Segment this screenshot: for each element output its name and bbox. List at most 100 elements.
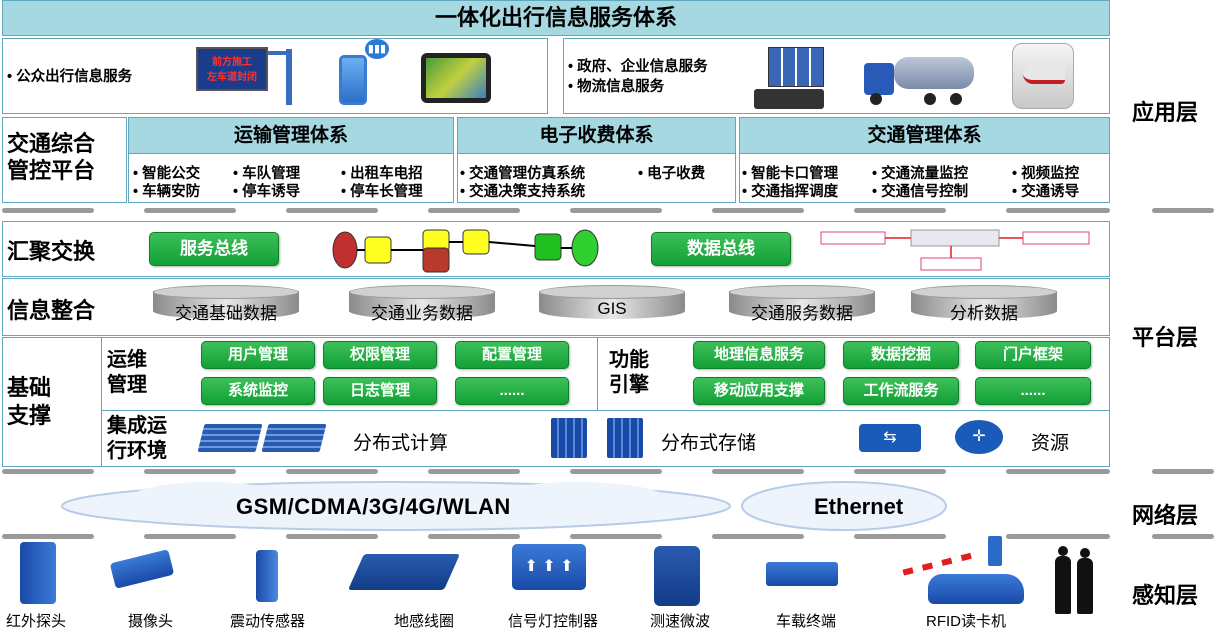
signal-icon: ▮▮▮ [365, 39, 389, 59]
engine-workflow-button[interactable]: 工作流服务 [843, 377, 959, 405]
data-flow-diagram-icon [820, 229, 1090, 271]
sensor-label-terminal: 车载终端 [776, 613, 837, 630]
integration-panel: 信息整合 交通基础数据 交通业务数据 GIS 交通服务数据 分析数据 [2, 278, 1110, 336]
database-cylinder: 交通服务数据 [729, 285, 875, 323]
sign-line-2: 左车道封闭 [207, 72, 257, 83]
storage-icon [551, 418, 587, 458]
ethernet-label: Ethernet [814, 494, 904, 519]
sensor-label-loop: 地感线圈 [394, 613, 455, 630]
database-cylinder: 分析数据 [911, 285, 1057, 323]
traffic-item: 交通指挥调度 [742, 180, 838, 201]
support-panel: 基础 支撑 运维 管理 用户管理 权限管理 配置管理 系统监控 日志管理 ...… [2, 337, 1110, 467]
integration-label: 信息整合 [7, 298, 96, 323]
sensor-label-signal: 信号灯控制器 [508, 613, 599, 630]
traffic-system-title: 交通管理体系 [739, 117, 1110, 154]
ethernet-cloud [741, 481, 947, 531]
ops-config-button[interactable]: 配置管理 [455, 341, 569, 369]
vibration-sensor-icon [256, 550, 278, 602]
gov-service-bullet: 政府、企业信息服务 [568, 55, 708, 76]
engine-gis-button[interactable]: 地理信息服务 [693, 341, 825, 369]
exchange-panel: 汇聚交换 服务总线 数据总线 [2, 221, 1110, 277]
exchange-label: 汇聚交换 [7, 239, 96, 264]
traffic-item: 交通诱导 [1012, 180, 1079, 201]
traffic-item: 交通流量监控 [872, 162, 968, 183]
train-icon [1012, 43, 1074, 109]
ops-user-button[interactable]: 用户管理 [201, 341, 315, 369]
engine-label: 功能 引擎 [609, 349, 649, 396]
ops-permission-button[interactable]: 权限管理 [323, 341, 437, 369]
loop-detector-icon [347, 554, 461, 590]
transport-item: 智能公交 [133, 162, 200, 183]
switch-icon: ⇆ [859, 424, 921, 452]
transport-item: 出租车电招 [341, 162, 423, 183]
transport-item: 车队管理 [233, 162, 300, 183]
workflow-diagram-icon [332, 229, 599, 273]
transport-system-panel: 运输管理体系 智能公交 车队管理 出租车电招 车辆安防 停车诱导 停车长管理 [128, 117, 454, 203]
engine-portal-button[interactable]: 门户框架 [975, 341, 1091, 369]
speed-radar-icon [654, 546, 700, 606]
sensor-label-infrared: 红外探头 [6, 613, 67, 630]
layer-label-platform: 平台层 [1132, 325, 1199, 350]
public-travel-panel: 公众出行信息服务 前方施工 左车道封闭 ▮▮▮ [2, 38, 548, 114]
toll-item: 电子收费 [638, 162, 705, 183]
sensor-label-camera: 摄像头 [128, 613, 174, 630]
engine-more-button[interactable]: ...... [975, 377, 1091, 405]
people-silhouette-icon [1054, 546, 1098, 616]
signal-controller-icon: ⬆ ⬆ ⬆ [512, 544, 586, 590]
traffic-item: 交通信号控制 [872, 180, 968, 201]
storage-icon [607, 418, 643, 458]
traffic-item: 智能卡口管理 [742, 162, 838, 183]
env-label: 集成运 行环境 [107, 415, 167, 462]
toll-system-panel: 电子收费体系 交通管理仿真系统 电子收费 交通决策支持系统 [457, 117, 736, 203]
transport-item: 车辆安防 [133, 180, 200, 201]
layer-label-application: 应用层 [1132, 100, 1199, 125]
wireless-network-label: GSM/CDMA/3G/4G/WLAN [236, 494, 511, 519]
mobile-phone-icon [339, 55, 367, 105]
ops-monitor-button[interactable]: 系统监控 [201, 377, 315, 405]
database-cylinder: 交通基础数据 [153, 285, 299, 323]
toll-item: 交通管理仿真系统 [460, 162, 585, 183]
engine-mobile-button[interactable]: 移动应用支撑 [693, 377, 825, 405]
traffic-item: 视频监控 [1012, 162, 1079, 183]
transport-item: 停车长管理 [341, 180, 423, 201]
transport-item: 停车诱导 [233, 180, 300, 201]
road-sign-icon: 前方施工 左车道封闭 [196, 45, 296, 107]
page-title: 一体化出行信息服务体系 [2, 0, 1110, 36]
storage-label: 分布式存储 [661, 433, 757, 454]
ops-more-button[interactable]: ...... [455, 377, 569, 405]
database-cylinder: GIS [539, 285, 685, 321]
router-icon: ✛ [955, 420, 1003, 454]
toll-system-title: 电子收费体系 [457, 117, 736, 154]
ops-label: 运维 管理 [107, 349, 147, 396]
logistics-bullet: 物流信息服务 [568, 75, 664, 96]
control-platform-label-box: 交通综合 管控平台 [2, 117, 127, 203]
sensor-label-radar: 测速微波 [650, 613, 711, 630]
service-bus-button[interactable]: 服务总线 [149, 232, 279, 266]
data-bus-button[interactable]: 数据总线 [651, 232, 791, 266]
server-icon [197, 424, 263, 452]
resource-label: 资源 [1031, 433, 1070, 454]
server-icon [261, 424, 327, 452]
control-room-icon [754, 45, 832, 111]
support-label: 基础 支撑 [7, 375, 52, 428]
camera-icon [109, 549, 175, 589]
transport-system-title: 运输管理体系 [128, 117, 454, 154]
public-travel-bullet: 公众出行信息服务 [7, 65, 132, 86]
engine-mining-button[interactable]: 数据挖掘 [843, 341, 959, 369]
database-cylinder: 交通业务数据 [349, 285, 495, 323]
wireless-cloud [61, 481, 731, 531]
compute-label: 分布式计算 [353, 433, 449, 454]
ops-log-button[interactable]: 日志管理 [323, 377, 437, 405]
vehicle-terminal-icon [766, 562, 838, 586]
sensor-label-vibration: 震动传感器 [230, 613, 306, 630]
sensor-label-rfid: RFID读卡机 [926, 613, 1006, 630]
gov-logistics-panel: 政府、企业信息服务 物流信息服务 [563, 38, 1110, 114]
infrared-sensor-icon [20, 542, 56, 604]
control-platform-label: 交通综合 管控平台 [7, 131, 96, 183]
sign-line-1: 前方施工 [212, 57, 252, 68]
toll-item: 交通决策支持系统 [460, 180, 585, 201]
layer-label-network: 网络层 [1132, 503, 1199, 528]
layer-label-sensing: 感知层 [1132, 583, 1199, 608]
tablet-icon [421, 53, 491, 103]
traffic-system-panel: 交通管理体系 智能卡口管理 交通流量监控 视频监控 交通指挥调度 交通信号控制 … [739, 117, 1110, 203]
